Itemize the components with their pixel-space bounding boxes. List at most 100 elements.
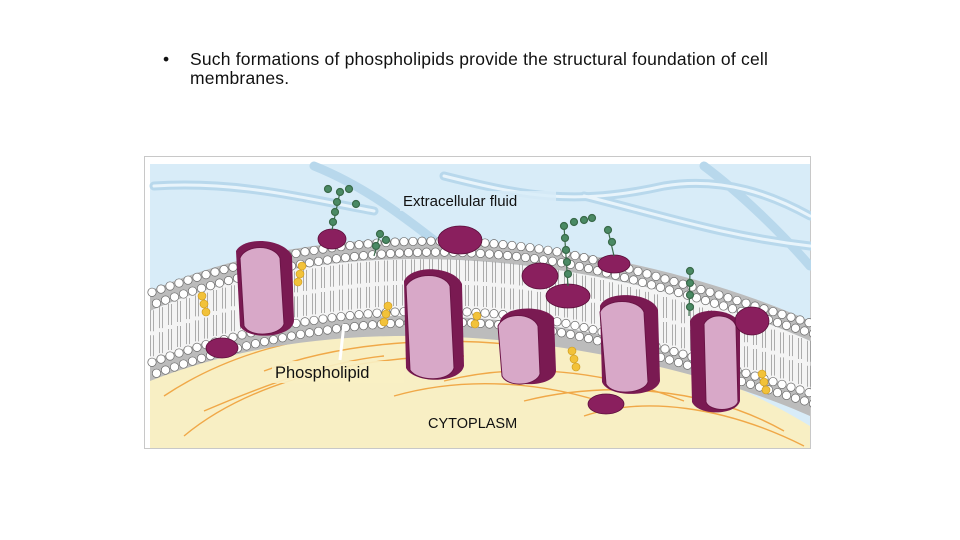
phospholipid-head — [400, 237, 408, 245]
membrane-illustration: Extracellular fluid Phospholipid CYTOPLA… — [144, 156, 811, 449]
phospholipid-head — [697, 285, 705, 293]
phospholipid-head — [796, 316, 804, 324]
phospholipid-head — [791, 324, 799, 332]
phospholipid-head — [773, 318, 781, 326]
phospholipid-head — [323, 256, 331, 264]
phospholipid-head — [670, 347, 678, 355]
phospholipid-head — [161, 366, 169, 374]
phospholipid-head — [373, 309, 381, 317]
extracellular-fluid-label: Extracellular fluid — [403, 193, 517, 210]
phospholipid-head — [175, 349, 183, 357]
phospholipid-head — [724, 294, 732, 302]
phospholipid-head — [251, 340, 259, 348]
phospholipid-head — [580, 253, 588, 261]
phospholipid-head — [683, 361, 691, 369]
phospholipid-head — [269, 335, 277, 343]
phospholipid-head — [476, 249, 484, 257]
phospholipid-head — [485, 320, 493, 328]
phospholipid-head — [674, 288, 682, 296]
phospholipid-head — [742, 299, 750, 307]
phospholipid-head — [427, 237, 435, 245]
phospholipid-head — [359, 251, 367, 259]
phospholipid-head — [791, 394, 799, 402]
phospholipid-head — [238, 331, 246, 339]
phospholipid-head — [148, 288, 156, 296]
phospholipid-head — [575, 262, 583, 270]
phospholipid-head — [778, 310, 786, 318]
phospholipid-head — [679, 280, 687, 288]
phospholipid-head — [355, 310, 363, 318]
phospholipid-head — [364, 240, 372, 248]
phospholipid-head — [593, 337, 601, 345]
phospholipid-head — [782, 391, 790, 399]
phospholipid-head — [643, 270, 651, 278]
phospholipid-head — [395, 319, 403, 327]
phospholipid-head — [409, 237, 417, 245]
phospholipid-head — [778, 380, 786, 388]
phospholipid-head — [638, 278, 646, 286]
phospholipid-head — [782, 321, 790, 329]
phospholipid-head — [166, 282, 174, 290]
phospholipid-head — [175, 279, 183, 287]
phospholipid-head — [260, 337, 268, 345]
phospholipid-head — [481, 309, 489, 317]
phospholipid-head — [544, 246, 552, 254]
phospholipid-head — [661, 275, 669, 283]
bullet-symbol: • — [163, 50, 169, 69]
cell-membrane-figure: Extracellular fluid Phospholipid CYTOPLA… — [144, 156, 811, 449]
phospholipid-head — [652, 272, 660, 280]
phospholipid-head — [787, 313, 795, 321]
phospholipid-head — [787, 383, 795, 391]
phospholipid-head — [589, 326, 597, 334]
phospholipid-head — [346, 241, 354, 249]
phospholipid-head — [310, 246, 318, 254]
phospholipid-head — [634, 267, 642, 275]
phospholipid-head — [490, 310, 498, 318]
phospholipid-head — [161, 296, 169, 304]
phospholipid-head — [170, 363, 178, 371]
phospholipid-head — [773, 388, 781, 396]
phospholipid-head — [337, 312, 345, 320]
phospholipid-head — [706, 288, 714, 296]
phospholipid-head — [188, 287, 196, 295]
phospholipid-head — [535, 245, 543, 253]
phospholipid-head — [512, 252, 520, 260]
phospholipid-head — [350, 322, 358, 330]
phospholipid-head — [670, 277, 678, 285]
phospholipid-head — [575, 332, 583, 340]
phospholipid-head — [746, 380, 754, 388]
phospholipid-head — [521, 253, 529, 261]
phospholipid-head — [355, 240, 363, 248]
phospholipid-head — [418, 237, 426, 245]
phospholipid-head — [800, 327, 808, 335]
transmembrane-protein — [690, 311, 740, 413]
phospholipid-head — [589, 256, 597, 264]
phospholipid-head — [553, 248, 561, 256]
phospholipid-head — [328, 314, 336, 322]
phospholipid-head — [661, 345, 669, 353]
phospholipid-head — [301, 318, 309, 326]
phospholipid-head — [742, 369, 750, 377]
phospholipid-head — [301, 248, 309, 256]
phospholipid-head — [490, 240, 498, 248]
phospholipid-head — [184, 276, 192, 284]
phospholipid-head — [292, 249, 300, 257]
phospholipid-head — [391, 308, 399, 316]
phospholipid-head — [166, 352, 174, 360]
phospholipid-head — [571, 251, 579, 259]
phospholipid-head — [332, 325, 340, 333]
phospholipid-head — [584, 264, 592, 272]
phospholipid-head — [377, 250, 385, 258]
phospholipid-head — [796, 386, 804, 394]
phospholipid-head — [395, 249, 403, 257]
phospholipid-head — [656, 283, 664, 291]
phospholipid-head — [323, 326, 331, 334]
phospholipid-head — [404, 248, 412, 256]
phospholipid-head — [152, 369, 160, 377]
phospholipid-head — [620, 273, 628, 281]
phospholipid-head — [368, 321, 376, 329]
phospholipid-head — [314, 327, 322, 335]
phospholipid-head — [413, 248, 421, 256]
phospholipid-head — [359, 321, 367, 329]
phospholipid-head — [152, 299, 160, 307]
